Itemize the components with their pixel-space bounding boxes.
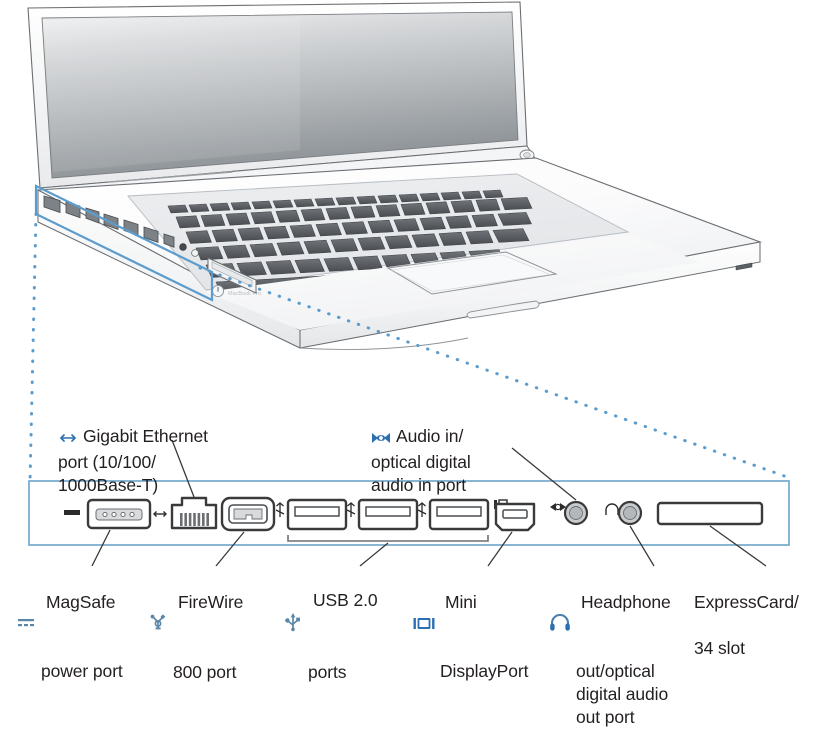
expresscard-34-slot	[656, 501, 764, 526]
leader-lines	[91, 439, 767, 567]
gigabit-ethernet-port	[170, 496, 218, 530]
ethernet-icon	[58, 405, 78, 451]
magsafe-power-port	[86, 498, 152, 530]
audio-in-jack	[563, 500, 589, 526]
callout-mini-displayport-rest: DisplayPort	[440, 661, 529, 681]
callout-magsafe-rest: power port	[41, 661, 123, 681]
usb-marks	[275, 502, 427, 517]
leader-magsafe	[91, 529, 111, 567]
leader-minidp	[487, 531, 513, 567]
callout-expresscard-first: ExpressCard/	[694, 592, 799, 612]
callout-audio-in-text: Audio in/ optical digital audio in port	[371, 426, 471, 495]
callout-dotted-lines	[28, 212, 792, 484]
leader-usb	[359, 542, 389, 567]
callout-expresscard: ExpressCard/ 34 slot	[694, 568, 817, 683]
callout-magsafe-first: MagSafe	[46, 592, 116, 612]
usb-port-3	[428, 498, 490, 531]
usb-port-2	[357, 498, 419, 531]
callout-usb-rest: ports	[308, 662, 347, 682]
leader-headphone	[629, 525, 655, 567]
mini-displayport	[494, 502, 536, 532]
callout-headphone-out-first: Headphone	[581, 592, 671, 612]
callout-usb: USB 2.0 ports	[283, 566, 403, 707]
callout-gigabit-ethernet-text: Gigabit Ethernet port (10/100/ 1000Base-…	[58, 426, 208, 495]
notebook-illustration: MacBook Pro	[27, 1, 763, 350]
callout-usb-first: USB 2.0	[313, 590, 378, 610]
port-diagram: MacBook Pro	[18, 1, 817, 727]
ethernet-mark	[153, 511, 167, 517]
usb-group-bracket	[287, 535, 489, 542]
callout-gigabit-ethernet: Gigabit Ethernet port (10/100/ 1000Base-…	[58, 382, 308, 497]
svg-text:MacBook Pro: MacBook Pro	[228, 291, 261, 297]
callout-headphone-out-rest: out/optical digital audio out port	[576, 661, 669, 727]
magsafe-mark	[64, 510, 80, 515]
port-strip-detail-box	[28, 480, 790, 546]
headphone-icon	[549, 591, 571, 637]
callout-magsafe: MagSafe power port	[16, 568, 146, 706]
left-side-ports-face	[43, 195, 257, 294]
leader-ethernet	[171, 439, 195, 498]
callout-firewire-first: FireWire	[178, 592, 244, 612]
firewire-800-port	[220, 496, 276, 532]
diagram-canvas: MacBook Pro	[27, 1, 792, 567]
display-lid	[27, 1, 537, 201]
usb-icon	[283, 589, 303, 638]
leader-expresscard	[709, 525, 767, 567]
callout-mini-displayport-first: Mini	[445, 592, 477, 612]
magsafe-icon	[16, 591, 36, 637]
callout-firewire-rest: 800 port	[173, 662, 237, 682]
callout-headphone-out: Headphone out/optical digital audio out …	[549, 568, 679, 752]
audio-in-icon	[371, 405, 391, 451]
headphone-out-jack	[617, 500, 643, 526]
audio-in-mark	[550, 503, 566, 511]
callout-firewire: FireWire 800 port	[148, 568, 268, 707]
leader-firewire	[215, 531, 245, 567]
leader-audio-in	[511, 447, 577, 501]
display-icon	[413, 591, 435, 637]
callout-expresscard-rest: 34 slot	[694, 638, 745, 658]
usb-port-1	[286, 498, 348, 531]
callout-audio-in: Audio in/ optical digital audio in port	[371, 382, 601, 497]
callout-mini-displayport: Mini DisplayPort	[413, 568, 553, 706]
firewire-icon	[148, 591, 168, 638]
ports-highlight-box	[34, 184, 214, 302]
notebook-base: MacBook Pro	[36, 157, 763, 350]
